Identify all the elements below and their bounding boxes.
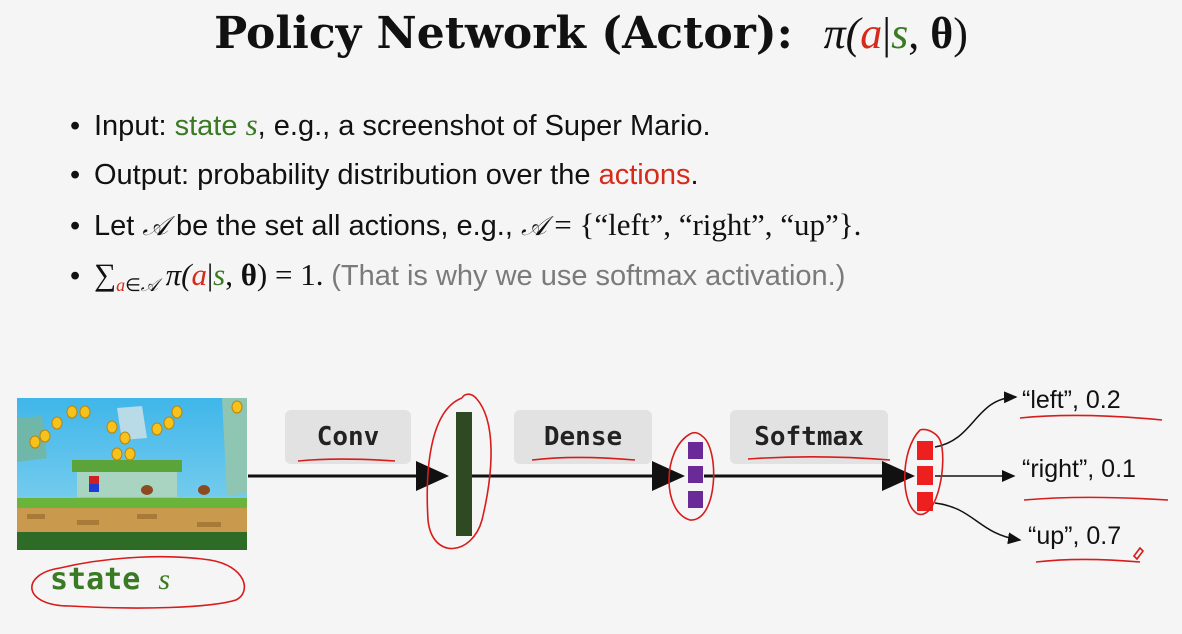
dense-layer-label: Dense [543,422,623,452]
softmax-unit [917,492,933,511]
arrow-to-left [934,391,1018,448]
arrow-to-up [934,502,1022,545]
softmax-layer-box: Softmax [730,410,888,464]
slide-title: Policy Network (Actor): π(a|s, θ) [0,8,1182,59]
bullet-input: •Input: state s, e.g., a screenshot of S… [70,107,711,142]
dense-layer-box: Dense [514,410,652,464]
dense-unit [688,442,703,459]
bullet-output: •Output: probability distribution over t… [70,159,699,191]
dense-unit [688,466,703,483]
conv-feature-bar [456,412,472,536]
handwritten-annotations [31,393,1169,609]
bullet-list: •Input: state s, e.g., a screenshot of S… [70,100,861,300]
bullet-action-set: •Let 𝒜 be the set all actions, e.g., 𝒜 =… [70,207,862,242]
conv-layer-box: Conv [285,410,411,464]
bullet-sum-one: •∑a∈𝒜 π(a|s, θ) = 1. (That is why we use… [70,257,846,295]
softmax-unit [917,441,933,460]
output-left: “left”, 0.2 [1022,386,1121,414]
title-formula: π(a|s, θ) [823,9,968,58]
title-text: Policy Network (Actor): [214,8,793,59]
mario-screenshot [17,398,247,550]
dense-unit [688,491,703,508]
softmax-unit [917,466,933,485]
output-right: “right”, 0.1 [1022,455,1136,483]
softmax-layer-label: Softmax [754,422,864,452]
state-label: state s [50,562,171,597]
conv-layer-label: Conv [316,422,380,452]
output-up: “up”, 0.7 [1028,522,1122,550]
